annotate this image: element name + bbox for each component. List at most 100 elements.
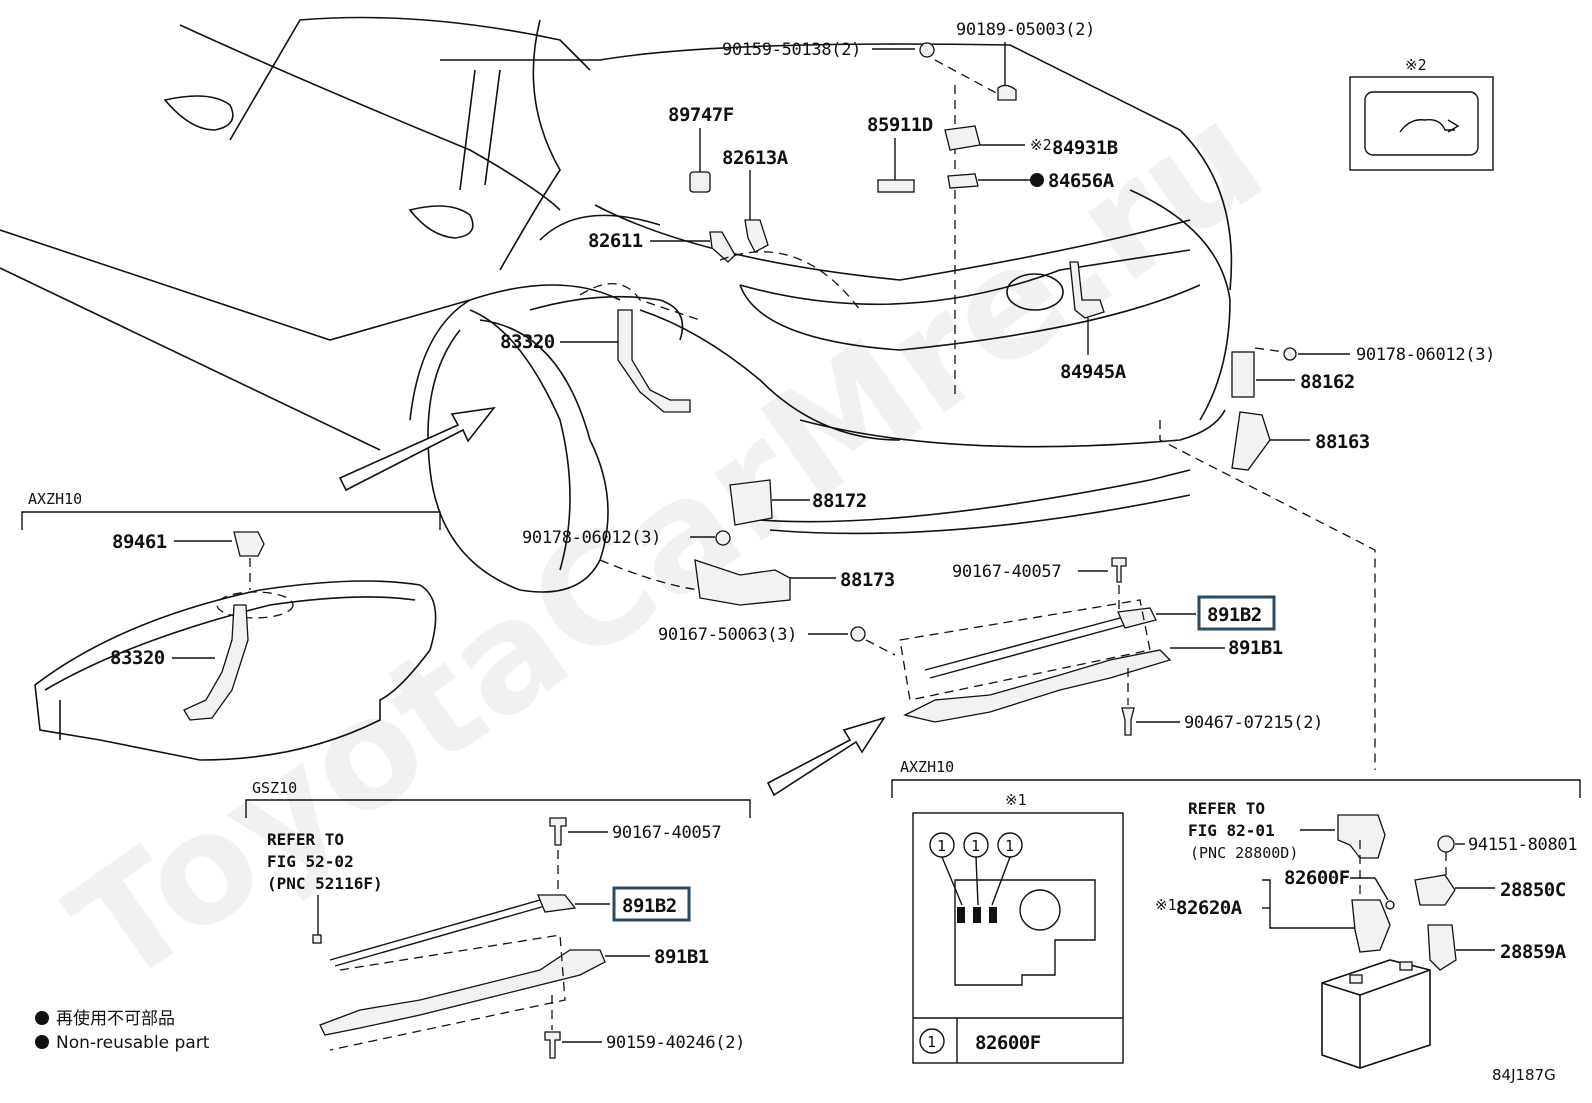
inset-mark1: ※1 1 1 1 1 82600F — [912, 791, 1124, 1064]
part-83320-left[interactable]: 83320 — [110, 604, 249, 721]
part-84945A[interactable]: 84945A — [1060, 261, 1127, 383]
svg-text:GSZ10: GSZ10 — [252, 779, 297, 797]
inset-mark2: ※2 — [1349, 56, 1494, 171]
svg-text:84931B: 84931B — [1052, 137, 1118, 159]
svg-text:82600F: 82600F — [1284, 867, 1350, 889]
view-arrow-lower — [766, 716, 886, 797]
svg-text:※2: ※2 — [1405, 56, 1427, 74]
svg-text:Non-reusable part: Non-reusable part — [56, 1033, 210, 1053]
svg-text:※1: ※1 — [1155, 896, 1177, 914]
part-90167-40057-low[interactable]: 90167-40057 — [549, 817, 722, 846]
part-90167-40057-mid[interactable]: 90167-40057 — [952, 557, 1127, 583]
part-94151-80801[interactable]: 94151-80801 — [1437, 835, 1578, 855]
svg-text:891B2: 891B2 — [1207, 604, 1262, 626]
svg-text:84945A: 84945A — [1060, 361, 1127, 383]
svg-text:83320: 83320 — [500, 331, 555, 353]
svg-text:90178-06012(3): 90178-06012(3) — [1356, 345, 1495, 365]
highlight-891B2-mid — [1197, 595, 1276, 631]
part-84656A[interactable]: 84656A — [947, 170, 1115, 192]
svg-text:1: 1 — [971, 837, 980, 855]
svg-text:1: 1 — [937, 837, 946, 855]
svg-text:88173: 88173 — [840, 569, 895, 591]
part-891B2-mid[interactable]: 891B2 — [924, 595, 1276, 679]
part-90159-50138[interactable]: 90159-50138(2) — [722, 40, 935, 60]
svg-text:90167-40057: 90167-40057 — [612, 823, 721, 843]
part-891B1-mid[interactable]: 891B1 — [899, 599, 1283, 723]
part-891B1-low[interactable]: 891B1 — [319, 934, 709, 1051]
svg-text:83320: 83320 — [110, 647, 165, 669]
svg-text:FIG 52-02: FIG 52-02 — [267, 852, 354, 871]
svg-text:82600F: 82600F — [975, 1032, 1041, 1054]
fuel-tank-outline — [34, 580, 437, 761]
svg-text:AXZH10: AXZH10 — [900, 758, 954, 776]
part-82620A[interactable]: ※1 82620A — [1155, 879, 1391, 953]
svg-text:88163: 88163 — [1315, 431, 1370, 453]
svg-text:82611: 82611 — [588, 230, 643, 252]
svg-text:90189-05003(2): 90189-05003(2) — [956, 20, 1095, 40]
svg-text:REFER TO: REFER TO — [1188, 799, 1265, 818]
diagram-code: 84J187G — [1492, 1066, 1556, 1084]
part-82600F-right[interactable]: 82600F — [1284, 867, 1395, 910]
svg-text:REFER TO: REFER TO — [267, 830, 344, 849]
part-90178-06012-mid[interactable]: 90178-06012(3) — [522, 528, 731, 548]
svg-text:1: 1 — [1005, 837, 1014, 855]
car-body-outline — [0, 16, 1233, 593]
refer-fig-82-01[interactable]: REFER TO FIG 82-01 (PNC 28800D) — [1188, 799, 1386, 862]
highlight-891B2-low — [612, 886, 691, 922]
part-89461[interactable]: 89461 — [112, 531, 265, 590]
part-82611[interactable]: 82611 — [588, 230, 736, 263]
svg-text:88162: 88162 — [1300, 371, 1355, 393]
svg-text:※2: ※2 — [1030, 136, 1052, 154]
svg-text:94151-80801: 94151-80801 — [1468, 835, 1577, 855]
part-82613A[interactable]: 82613A — [722, 147, 789, 253]
view-arrow-upper — [338, 406, 496, 492]
svg-text:82613A: 82613A — [722, 147, 789, 169]
section-bracket-gsz10 — [245, 799, 751, 818]
svg-text:85911D: 85911D — [867, 114, 933, 136]
part-90189-05003[interactable]: 90189-05003(2) — [956, 20, 1095, 101]
part-90159-40246[interactable]: 90159-40246(2) — [544, 1031, 745, 1059]
svg-text:84656A: 84656A — [1048, 170, 1115, 192]
svg-text:(PNC 52116F): (PNC 52116F) — [267, 874, 383, 893]
svg-text:90167-50063(3): 90167-50063(3) — [658, 625, 797, 645]
svg-text:89747F: 89747F — [668, 104, 734, 126]
part-89747F[interactable]: 89747F — [668, 104, 734, 193]
part-90178-06012-right[interactable]: 90178-06012(3) — [1283, 345, 1495, 365]
svg-text:※1: ※1 — [1005, 791, 1027, 809]
part-88162[interactable]: 88162 — [1231, 351, 1355, 398]
svg-text:82620A: 82620A — [1176, 897, 1243, 919]
part-28859A[interactable]: 28859A — [1427, 924, 1567, 971]
legend: 再使用不可部品 Non-reusable part — [35, 1008, 210, 1053]
battery — [1321, 959, 1431, 1069]
svg-text:90159-40246(2): 90159-40246(2) — [606, 1033, 745, 1053]
svg-text:90467-07215(2): 90467-07215(2) — [1184, 713, 1323, 733]
svg-text:1: 1 — [927, 1033, 936, 1051]
part-83320-top[interactable]: 83320 — [500, 309, 691, 413]
svg-text:再使用不可部品: 再使用不可部品 — [56, 1008, 175, 1029]
part-891B2-low[interactable]: 891B2 — [329, 886, 691, 967]
section-bracket-axzh10-left — [21, 511, 441, 530]
part-88173[interactable]: 88173 — [694, 559, 895, 606]
part-88172[interactable]: 88172 — [729, 479, 867, 526]
svg-text:(PNC 28800D): (PNC 28800D) — [1190, 844, 1298, 862]
svg-text:891B1: 891B1 — [654, 946, 709, 968]
part-88163[interactable]: 88163 — [1231, 411, 1370, 471]
part-90167-50063[interactable]: 90167-50063(3) — [658, 625, 866, 645]
svg-text:28859A: 28859A — [1500, 941, 1567, 963]
svg-text:90159-50138(2): 90159-50138(2) — [722, 40, 861, 60]
svg-text:891B1: 891B1 — [1228, 637, 1283, 659]
svg-text:90178-06012(3): 90178-06012(3) — [522, 528, 661, 548]
svg-text:88172: 88172 — [812, 490, 867, 512]
section-bracket-axzh10-right — [891, 779, 1581, 798]
svg-text:891B2: 891B2 — [622, 895, 677, 917]
part-90467-07215[interactable]: 90467-07215(2) — [1121, 668, 1323, 736]
svg-text:AXZH10: AXZH10 — [28, 490, 82, 508]
svg-text:89461: 89461 — [112, 531, 167, 553]
part-85911D[interactable]: 85911D — [867, 114, 933, 193]
part-84931B[interactable]: ※2 84931B — [944, 125, 1118, 159]
svg-text:28850C: 28850C — [1500, 879, 1566, 901]
refer-fig-52-02[interactable]: REFER TO FIG 52-02 (PNC 52116F) — [267, 830, 383, 944]
part-28850C[interactable]: 28850C — [1414, 874, 1566, 906]
